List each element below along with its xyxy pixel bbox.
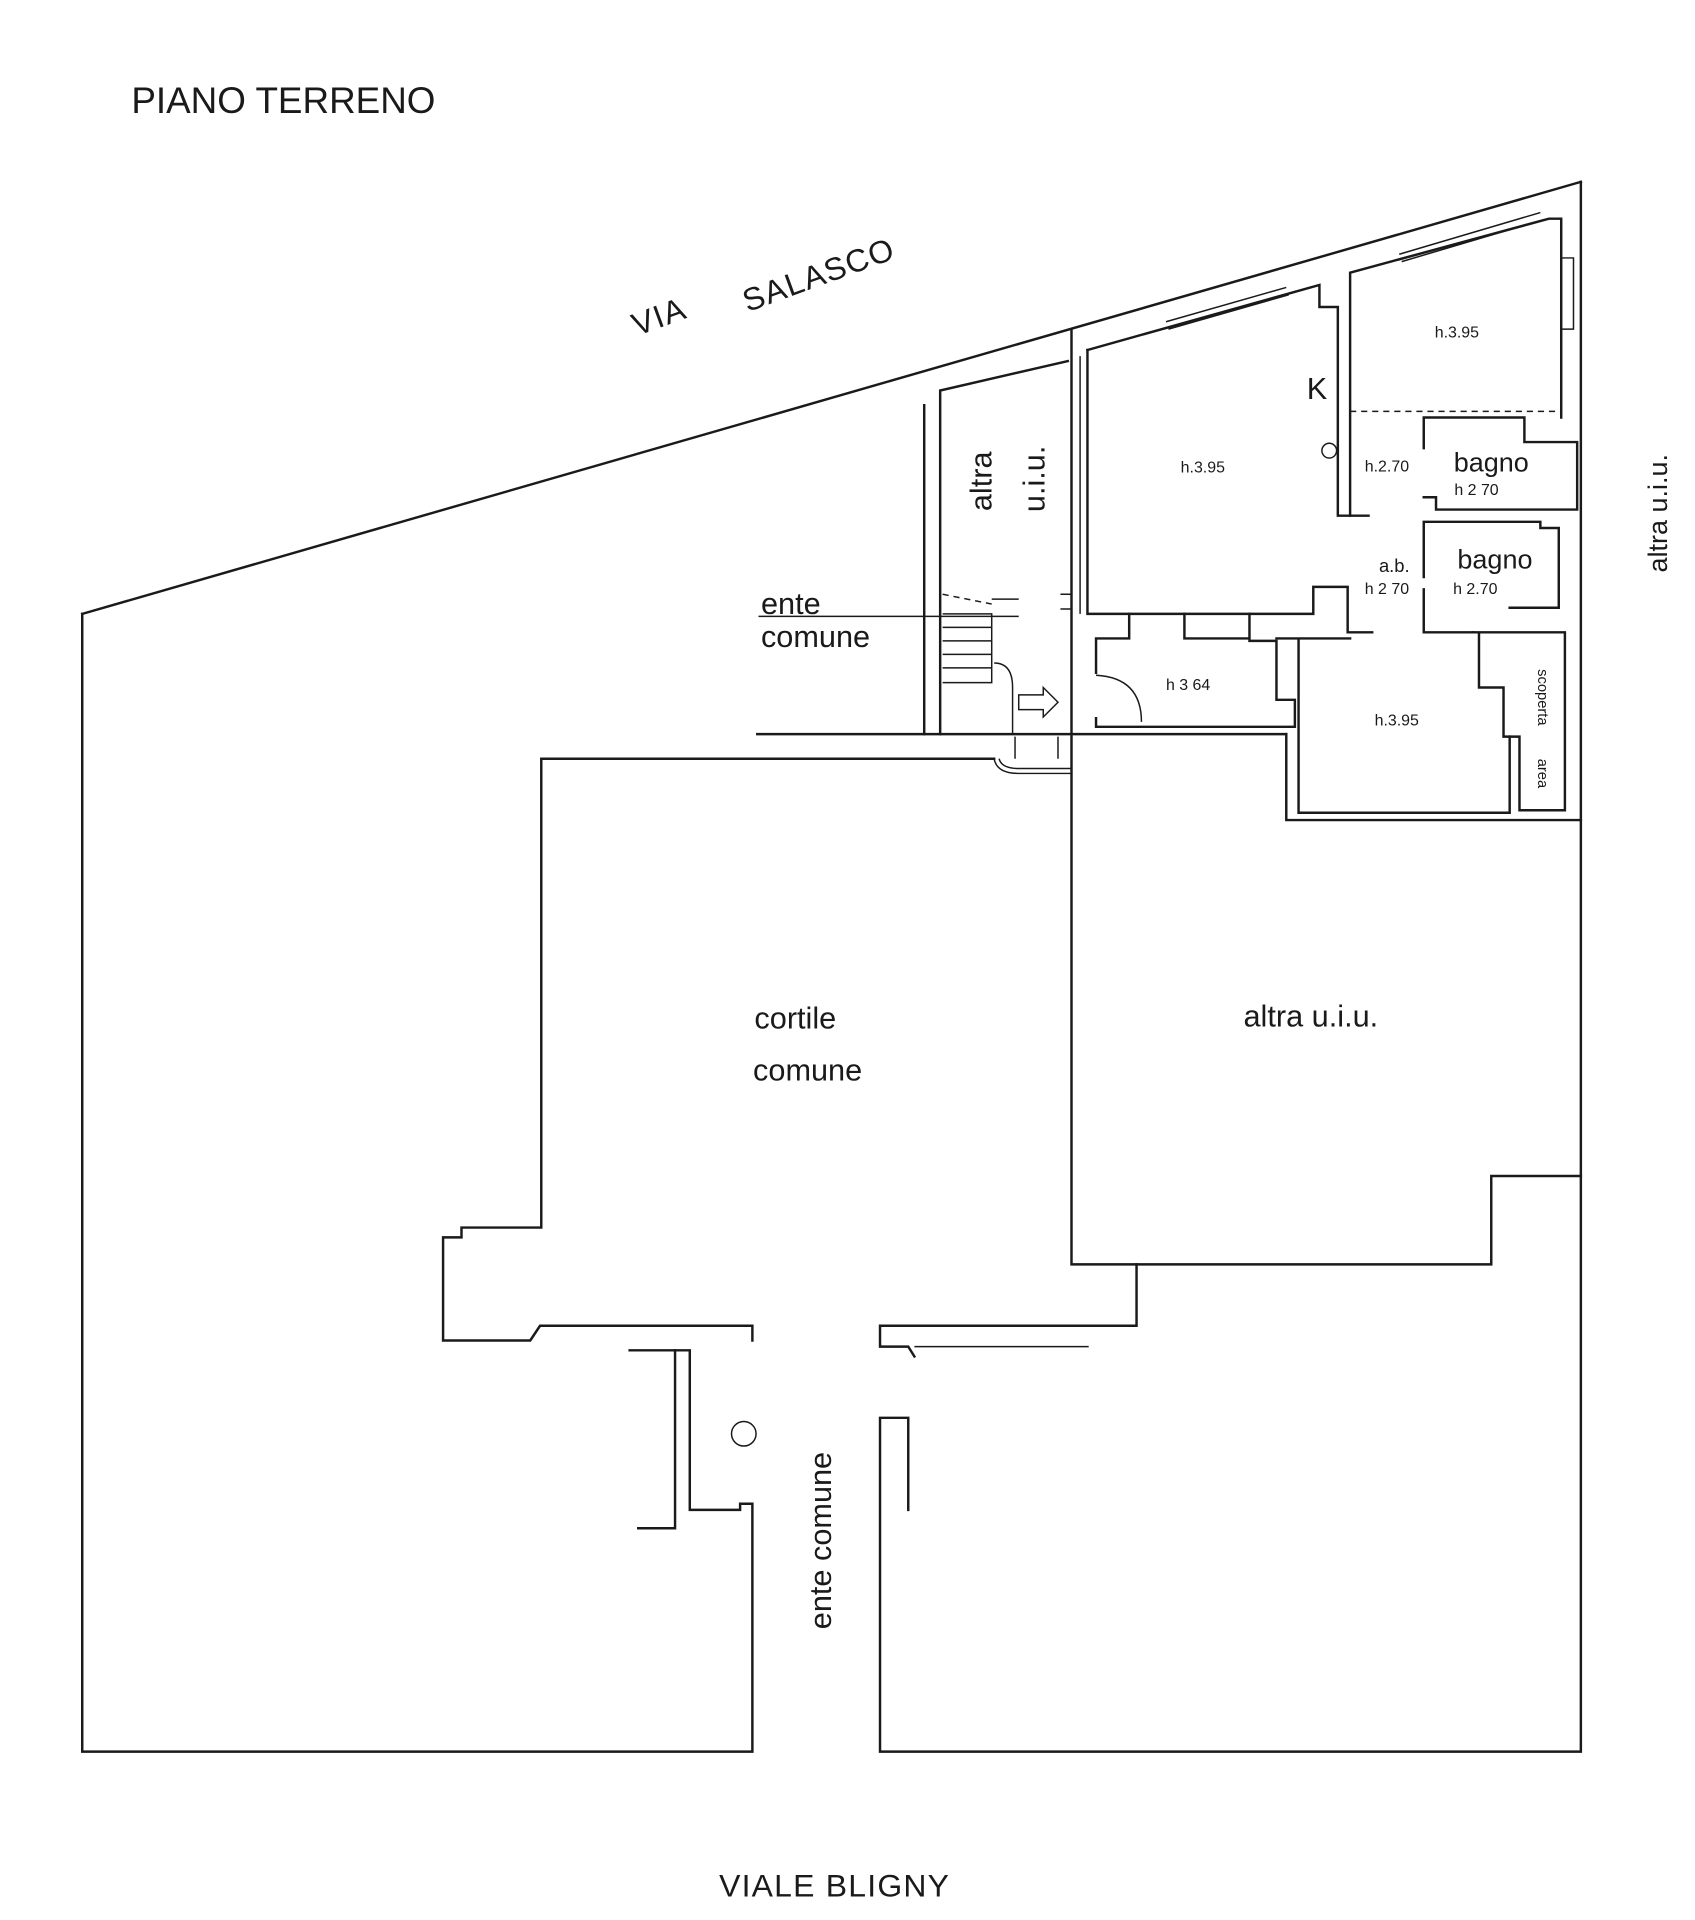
bathroom-1-wall: [1422, 416, 1579, 511]
bathroom-2-wall: [1422, 520, 1560, 609]
stair-unit-marks: [1060, 593, 1073, 610]
bathroom-1-height: h 2 70: [1454, 482, 1498, 499]
entrance-passage-label: ente comune: [803, 1452, 838, 1629]
stair-curve: [994, 662, 1014, 735]
courtyard-label-line2: comune: [753, 1052, 862, 1087]
bathroom-2-south-wall: [1422, 588, 1475, 634]
chimney-icon: [1321, 442, 1338, 459]
courtyard-east-unit-label: altra u.i.u.: [1243, 998, 1378, 1033]
east-unit-label: altra u.i.u.: [1643, 454, 1673, 573]
south-room-outer-wall: [1285, 732, 1583, 822]
small-room-wall: [1094, 612, 1297, 729]
south-room-wall: [1275, 637, 1511, 814]
small-room-door-swing: [1096, 674, 1143, 722]
stair-steps: [942, 598, 1019, 684]
entry-arrow-icon: [1017, 685, 1060, 719]
main-room-height: h.3.95: [1181, 460, 1225, 477]
entrance-west-wall: [637, 1349, 677, 1530]
courtyard-south-east-wall: [878, 1263, 1138, 1359]
common-hall-label-line1: ente: [761, 586, 821, 621]
north-room-height: h.3.95: [1435, 325, 1479, 342]
south-room-height: h.3.95: [1375, 713, 1419, 730]
main-room-north-wall: [1085, 283, 1370, 517]
main-room-marker: K: [1307, 371, 1328, 406]
street-south-label: VIALE BLIGNY: [719, 1867, 950, 1903]
north-room-wall: [1348, 217, 1563, 517]
closet-name: a.b.: [1379, 555, 1410, 576]
closet-height: h 2 70: [1365, 581, 1409, 598]
open-area-label-line1: area: [1534, 759, 1550, 789]
courtyard-label-line1: cortile: [754, 1001, 836, 1036]
courtyard-west-wall: [441, 757, 996, 1342]
north-room-side-window: [1561, 257, 1575, 330]
courtyard-east-wall: [1070, 735, 1583, 1266]
street-north-word1: VIA: [627, 290, 691, 343]
bathroom-1-name: bagno: [1454, 448, 1529, 478]
east-boundary-wall: [878, 180, 1583, 1753]
street-north-word2: SALASCO: [738, 230, 900, 318]
small-room-height: h 3 64: [1166, 677, 1210, 694]
north-room-window: [1398, 211, 1544, 263]
street-front-line: [80, 180, 1583, 616]
entrance-column-icon: [730, 1420, 757, 1447]
plan-title: PIANO TERRENO: [131, 80, 435, 121]
common-hall-label-line2: comune: [761, 619, 870, 654]
open-area-label-line2: scoperta: [1534, 669, 1550, 726]
stair-upper-flight: [942, 593, 992, 605]
stair-unit-wall: [938, 359, 1070, 736]
bathroom-2-name: bagno: [1457, 544, 1532, 574]
open-area-wall: [1471, 631, 1567, 812]
stair-unit-label-line1: altra: [964, 451, 999, 512]
corridor-height: h.2.70: [1365, 459, 1409, 476]
main-room-window: [1165, 286, 1289, 330]
west-boundary-wall: [81, 612, 754, 1753]
bathroom-2-height: h 2.70: [1453, 581, 1497, 598]
main-room-west-south-wall: [1086, 348, 1374, 634]
stair-unit-label-line2: u.i.u.: [1016, 446, 1051, 513]
gate-element: [993, 736, 1072, 775]
